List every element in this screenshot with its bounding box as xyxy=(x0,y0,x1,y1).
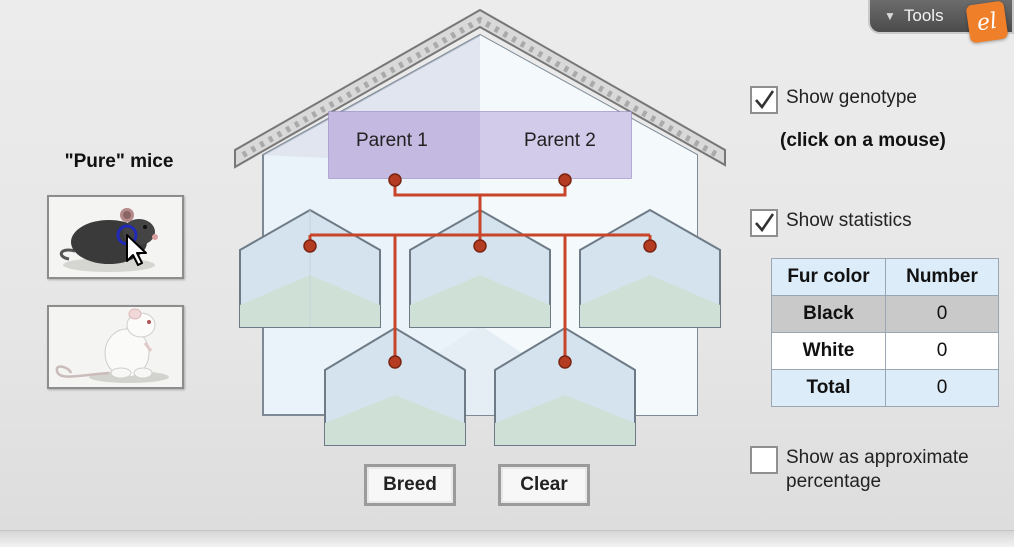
checkmark-icon xyxy=(755,90,775,110)
black-mouse-card[interactable] xyxy=(47,195,184,279)
parent-1-slot[interactable]: Parent 1 xyxy=(356,130,428,151)
show-genotype-label: Show genotype xyxy=(786,87,917,108)
table-row: White 0 xyxy=(771,332,999,370)
show-genotype-checkbox[interactable] xyxy=(750,86,778,114)
mouse-pointer-icon xyxy=(126,234,147,266)
white-mouse-image xyxy=(55,308,169,383)
show-statistics-label: Show statistics xyxy=(786,210,912,231)
table-row: Black 0 xyxy=(771,295,999,333)
table-header-fur-color: Fur color xyxy=(771,258,886,296)
show-percentage-toggle[interactable]: Show as approximate percentage xyxy=(750,446,996,494)
black-mouse-image xyxy=(59,208,158,272)
tools-label: Tools xyxy=(903,6,944,25)
row-value-white: 0 xyxy=(885,332,999,370)
offspring-cage-4[interactable] xyxy=(324,326,466,446)
pure-mice-title: "Pure" mice xyxy=(64,151,174,172)
breed-button[interactable]: Breed xyxy=(364,464,456,506)
row-value-black: 0 xyxy=(885,295,999,333)
show-genotype-toggle[interactable]: Show genotype xyxy=(750,86,917,114)
row-label-black: Black xyxy=(771,295,886,333)
table-row: Total 0 xyxy=(771,369,999,407)
white-mouse-card[interactable] xyxy=(47,305,184,389)
row-label-total: Total xyxy=(771,369,886,407)
offspring-cage-2[interactable] xyxy=(409,208,551,328)
row-value-total: 0 xyxy=(885,369,999,407)
show-statistics-checkbox[interactable] xyxy=(750,209,778,237)
bottom-bar xyxy=(0,530,1014,547)
offspring-cage-5[interactable] xyxy=(494,326,636,446)
row-label-white: White xyxy=(771,332,886,370)
checkmark-icon xyxy=(755,213,775,233)
offspring-cage-1[interactable] xyxy=(239,208,381,328)
statistics-table: Fur color Number Black 0 White 0 Total 0 xyxy=(771,258,999,407)
el-logo-icon: el xyxy=(965,0,1009,44)
pedigree-nodes xyxy=(303,173,657,369)
parent-2-slot[interactable]: Parent 2 xyxy=(524,130,596,151)
show-statistics-toggle[interactable]: Show statistics xyxy=(750,209,912,237)
show-percentage-checkbox[interactable] xyxy=(750,446,778,474)
offspring-cage-3[interactable] xyxy=(579,208,721,328)
breeding-house xyxy=(234,8,726,446)
triangle-down-icon: ▼ xyxy=(884,9,896,23)
click-hint-text: (click on a mouse) xyxy=(780,130,946,151)
table-header-number: Number xyxy=(885,258,999,296)
show-percentage-label: Show as approximate percentage xyxy=(786,447,969,492)
tools-tab[interactable]: ▼ Tools el xyxy=(868,0,1014,44)
clear-button[interactable]: Clear xyxy=(498,464,590,506)
